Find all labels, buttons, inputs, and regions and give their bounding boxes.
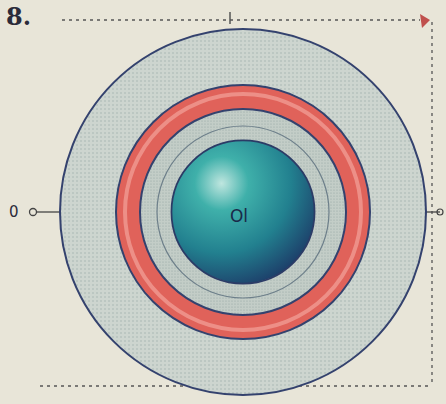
axis-mark: 0 [9,203,19,221]
node-label: Ol [230,206,248,226]
nucleus-sphere: Ol [170,139,316,285]
figure-number: 8. [6,2,31,31]
